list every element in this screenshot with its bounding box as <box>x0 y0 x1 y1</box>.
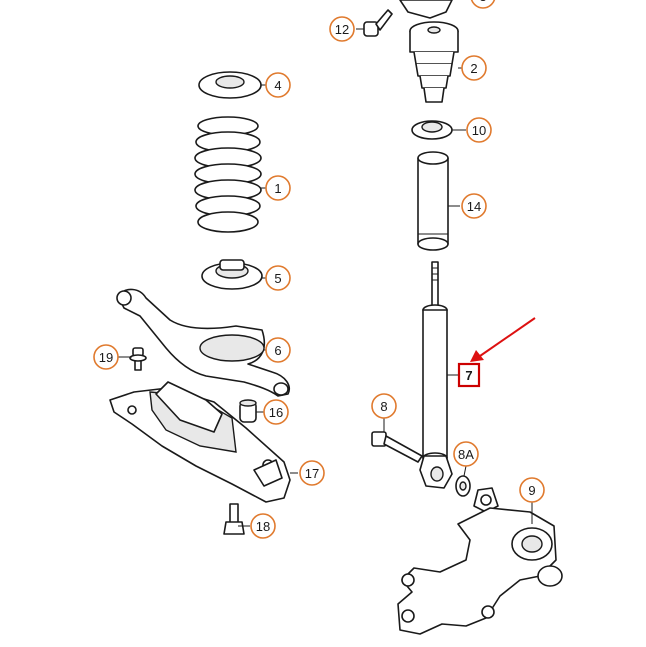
part-5-lower-spring-seat <box>201 259 263 290</box>
part-3-top-mount <box>399 0 453 19</box>
part-9-wheel-carrier <box>397 487 563 635</box>
svg-text:18: 18 <box>256 519 270 534</box>
callout-17: 17 <box>299 460 325 486</box>
callout-1: 1 <box>265 175 291 201</box>
callout-8a: 8A <box>453 441 479 467</box>
part-19-bolt <box>129 347 147 371</box>
part-8a-washer <box>455 475 471 497</box>
svg-text:12: 12 <box>335 22 349 37</box>
svg-text:1: 1 <box>274 181 281 196</box>
part-2-bump-stop <box>409 21 459 103</box>
callout-2: 2 <box>461 55 487 81</box>
callout-6: 6 <box>265 337 291 363</box>
callout-19: 19 <box>93 344 119 370</box>
red-arrow-icon <box>470 317 536 362</box>
svg-text:7: 7 <box>465 368 472 383</box>
callout-9: 9 <box>519 477 545 503</box>
svg-text:4: 4 <box>274 78 281 93</box>
svg-text:17: 17 <box>305 466 319 481</box>
callout-12: 12 <box>329 16 355 42</box>
part-4-spring-pad <box>198 71 262 99</box>
svg-text:6: 6 <box>274 343 281 358</box>
svg-text:9: 9 <box>528 483 535 498</box>
callout-14: 14 <box>461 193 487 219</box>
part-10-cap <box>411 120 453 140</box>
part-6-control-arm <box>116 288 290 397</box>
callout-10: 10 <box>466 117 492 143</box>
svg-text:3: 3 <box>479 0 486 4</box>
callout-18: 18 <box>250 513 276 539</box>
part-1-coil-spring <box>194 116 262 233</box>
svg-text:10: 10 <box>472 123 486 138</box>
svg-text:2: 2 <box>470 61 477 76</box>
callout-16: 16 <box>263 399 289 425</box>
svg-text:8: 8 <box>380 399 387 414</box>
svg-text:14: 14 <box>467 199 481 214</box>
part-7-shock-absorber <box>419 261 453 489</box>
callout-4: 4 <box>265 72 291 98</box>
svg-text:16: 16 <box>269 405 283 420</box>
svg-text:5: 5 <box>274 271 281 286</box>
part-14-dust-boot <box>417 151 449 251</box>
svg-text:8A: 8A <box>458 447 474 462</box>
part-17-subframe <box>109 381 291 503</box>
part-12-bolt <box>363 9 393 37</box>
part-8-bolt <box>371 431 423 463</box>
callout-8: 8 <box>371 393 397 419</box>
svg-text:19: 19 <box>99 350 113 365</box>
part-16-bushing <box>239 399 257 423</box>
callout-7-highlighted: 7 <box>457 362 481 388</box>
part-18-bolt <box>223 503 245 535</box>
leader-lines <box>118 28 533 527</box>
callout-3: 3 <box>470 0 496 9</box>
callout-5: 5 <box>265 265 291 291</box>
